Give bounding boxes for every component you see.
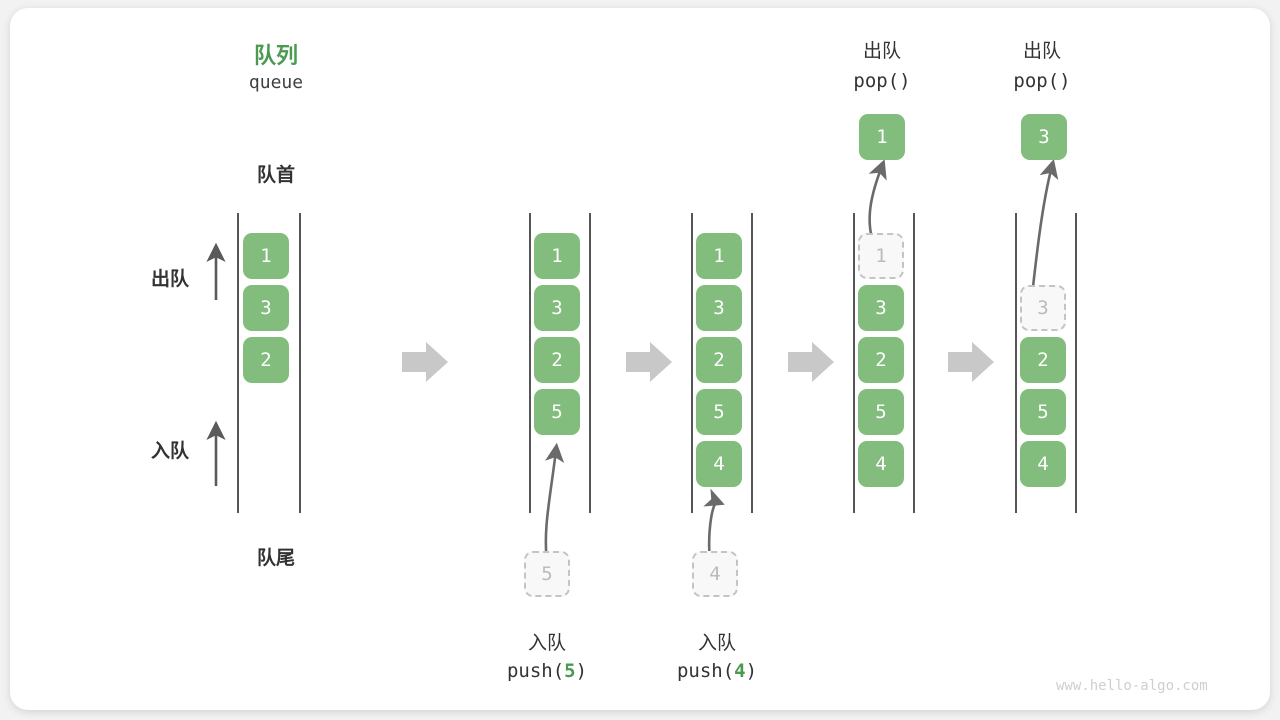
push-4-caption-code: push(4) bbox=[647, 660, 787, 682]
queue-rail-left-4 bbox=[853, 213, 855, 513]
pop-1-caption-code: pop() bbox=[853, 70, 911, 92]
popped-cell: 1 bbox=[859, 114, 905, 160]
queue-rail-left-1 bbox=[237, 213, 239, 513]
page-title: 队列 bbox=[253, 43, 298, 68]
queue-cell-ghost: 3 bbox=[1020, 285, 1066, 331]
incoming-ghost-cell: 5 bbox=[524, 551, 570, 597]
pop-3-arrow bbox=[1030, 158, 1059, 297]
push-4-code-suffix: ) bbox=[745, 660, 758, 682]
queue-cell-new: 4 bbox=[696, 441, 742, 487]
queue-cell: 2 bbox=[696, 337, 742, 383]
queue-cell: 3 bbox=[858, 285, 904, 331]
dequeue-direction-label: 出队 bbox=[150, 269, 189, 290]
pop-1-caption-cn: 出队 bbox=[862, 41, 901, 62]
queue-cell-new: 5 bbox=[534, 389, 580, 435]
queue-rail-right-4 bbox=[913, 213, 915, 513]
queue-cell: 3 bbox=[534, 285, 580, 331]
push-5-caption-code: push(5) bbox=[477, 660, 617, 682]
push-5-code-prefix: push( bbox=[506, 660, 565, 682]
step-arrow-2 bbox=[626, 342, 672, 382]
page-subtitle: queue bbox=[248, 72, 304, 93]
diagram-vector-layer bbox=[206, 158, 1059, 565]
queue-cell: 5 bbox=[858, 389, 904, 435]
queue-rail-right-1 bbox=[299, 213, 301, 513]
queue-cell: 1 bbox=[696, 233, 742, 279]
queue-cell: 1 bbox=[243, 233, 289, 279]
push-4-code-value: 4 bbox=[734, 660, 746, 682]
queue-cell-ghost: 1 bbox=[858, 233, 904, 279]
queue-rail-left-5 bbox=[1015, 213, 1017, 513]
enqueue-direction-label: 入队 bbox=[150, 441, 189, 462]
queue-rail-right-2 bbox=[589, 213, 591, 513]
front-label: 队首 bbox=[256, 165, 295, 186]
incoming-ghost-cell: 4 bbox=[692, 551, 738, 597]
queue-cell: 5 bbox=[1020, 389, 1066, 435]
step-arrow-3 bbox=[788, 342, 834, 382]
queue-cell: 4 bbox=[1020, 441, 1066, 487]
push-5-code-suffix: ) bbox=[575, 660, 588, 682]
pop-3-caption-code: pop() bbox=[1013, 70, 1071, 92]
push-5-arrow bbox=[544, 442, 565, 565]
push-4-code-prefix: push( bbox=[676, 660, 735, 682]
queue-rail-left-3 bbox=[691, 213, 693, 513]
pop-3-caption-cn: 出队 bbox=[1022, 41, 1061, 62]
queue-cell: 2 bbox=[534, 337, 580, 383]
queue-cell: 5 bbox=[696, 389, 742, 435]
queue-rail-left-2 bbox=[529, 213, 531, 513]
push-4-caption-cn: 入队 bbox=[697, 633, 736, 654]
step-arrow-4 bbox=[948, 342, 994, 382]
diagram-card: 队列 queue 队首 队尾 出队 入队 1 3 2 1 3 2 5 5 入队 … bbox=[10, 8, 1270, 710]
push-5-caption-cn: 入队 bbox=[527, 633, 566, 654]
pop-1-arrow bbox=[868, 159, 887, 239]
queue-rail-right-3 bbox=[751, 213, 753, 513]
queue-cell: 1 bbox=[534, 233, 580, 279]
rear-label: 队尾 bbox=[256, 548, 295, 569]
step-arrow-1 bbox=[402, 342, 448, 382]
queue-cell: 2 bbox=[243, 337, 289, 383]
queue-cell: 3 bbox=[243, 285, 289, 331]
popped-cell: 3 bbox=[1021, 114, 1067, 160]
queue-rail-right-5 bbox=[1075, 213, 1077, 513]
queue-cell: 3 bbox=[696, 285, 742, 331]
queue-cell: 2 bbox=[1020, 337, 1066, 383]
queue-cell: 4 bbox=[858, 441, 904, 487]
push-5-code-value: 5 bbox=[564, 660, 576, 682]
watermark: www.hello-algo.com bbox=[1056, 678, 1208, 694]
queue-cell: 2 bbox=[858, 337, 904, 383]
